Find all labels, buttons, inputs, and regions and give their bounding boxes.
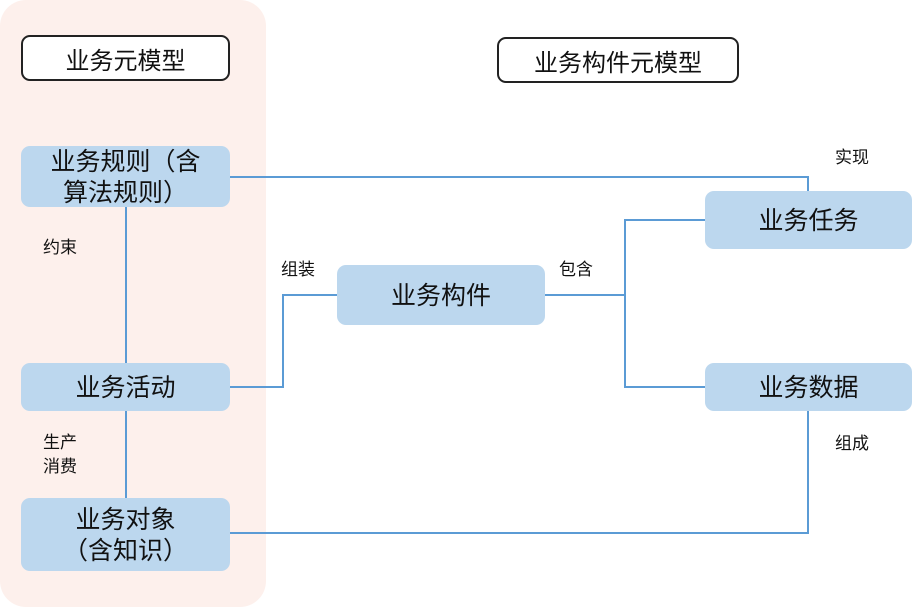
business-rule-node: 业务规则（含 算法规则）: [21, 146, 230, 207]
edge-activity-component: [230, 294, 337, 388]
business-object-node: 业务对象 （含知识）: [21, 498, 230, 571]
edge-component-task: [545, 219, 705, 296]
business-component-meta-model-title: 业务构件元模型: [497, 37, 739, 83]
constrain-label: 约束: [43, 238, 77, 258]
assemble-label: 组装: [281, 260, 315, 280]
edge-data-object: [230, 411, 809, 534]
contain-label: 包含: [559, 260, 593, 280]
business-task-node: 业务任务: [705, 191, 912, 249]
compose-label: 组成: [835, 434, 869, 454]
edge-rule-task: [230, 176, 809, 191]
implement-label: 实现: [835, 148, 869, 168]
produce-consume-label: 生产 消费: [43, 433, 77, 477]
business-activity-node: 业务活动: [21, 363, 230, 411]
edge-component-data: [624, 295, 705, 388]
business-meta-model-title: 业务元模型: [21, 35, 230, 81]
business-component-node: 业务构件: [337, 265, 545, 325]
business-data-node: 业务数据: [705, 363, 912, 411]
